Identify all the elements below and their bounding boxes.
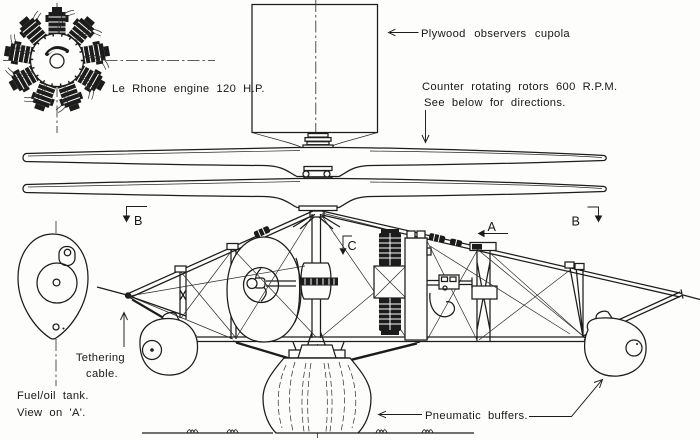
label-tank-line2: View on 'A'. [17,407,86,419]
buffers-right-leader [529,378,604,417]
label-rotors-line1: Counter rotating rotors 600 R.P.M. [422,81,617,93]
cupola-leader-arrow [387,28,419,37]
right-float [584,310,647,377]
label-cupola: Plywood observers cupola [421,28,570,40]
buffers-left-arrow [377,410,422,419]
section-a-right: A [477,220,508,238]
section-letter-a: A [488,220,497,234]
section-letter-c: C [348,239,357,253]
transmission-housing [226,236,302,343]
section-letter-b-right: B [572,215,581,229]
label-tethering-line2: cable. [86,368,118,380]
text-labels: Le Rhone engine 120 H.P. Plywood observe… [17,28,617,422]
section-b-left: B [122,206,147,228]
label-tethering-line1: Tethering [76,352,125,364]
fuel-tank-view [17,233,89,340]
engine-side-view [373,229,473,335]
pneumatic-buffer-center [262,344,372,434]
rigging-wires [128,212,584,341]
rotor-mast-bearing-upper [302,132,334,150]
label-tank-line1: Fuel/oil tank. [17,390,89,402]
observer-cupola [251,0,379,212]
left-float [139,312,199,376]
ground-line [142,429,474,434]
section-letter-b-left: B [134,214,143,228]
label-rotors-line2: See below for directions. [424,97,566,109]
label-buffers: Pneumatic buffers. [425,410,528,422]
tethering-arrow [120,311,128,347]
radial-engine-front-view [0,3,116,119]
rotor-hub-base [292,205,341,230]
section-c-center: C [339,235,357,255]
lower-rotor [22,177,607,209]
section-b-right: B [572,206,603,229]
section-markers: B C A B [122,206,603,255]
see-below-arrow [421,110,430,144]
leader-arrows [120,28,604,419]
label-engine: Le Rhone engine 120 H.P. [112,83,265,95]
upper-rotor [22,146,607,178]
radiator-panel [404,230,432,341]
